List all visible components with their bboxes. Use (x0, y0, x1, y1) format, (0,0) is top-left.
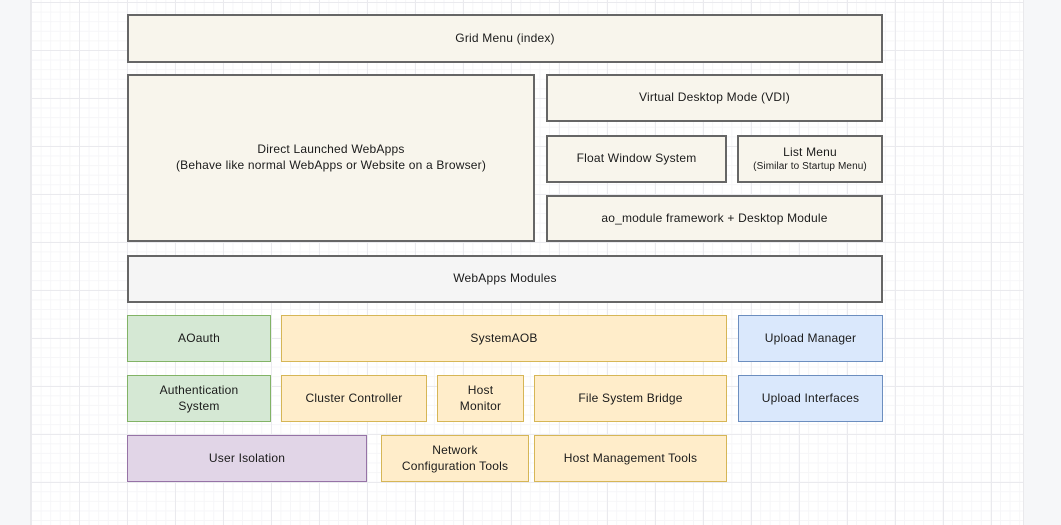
shape-label: Grid Menu (index) (455, 31, 554, 47)
shape-aoauth[interactable]: AOauth (127, 315, 271, 362)
shape-list-menu[interactable]: List Menu(Similar to Startup Menu) (737, 135, 883, 183)
shape-user-isolation[interactable]: User Isolation (127, 435, 367, 482)
shape-label: Virtual Desktop Mode (VDI) (639, 90, 790, 106)
shape-label: AOauth (178, 331, 220, 347)
shape-network-configuration-tools[interactable]: NetworkConfiguration Tools (381, 435, 529, 482)
shape-label: Host (468, 383, 493, 399)
shape-label: SystemAOB (470, 331, 537, 347)
shape-upload-interfaces[interactable]: Upload Interfaces (738, 375, 883, 422)
shape-label: ao_module framework + Desktop Module (601, 211, 827, 227)
shape-label: User Isolation (209, 451, 285, 467)
shape-grid-menu[interactable]: Grid Menu (index) (127, 14, 883, 63)
shape-label: Float Window System (577, 151, 697, 167)
shape-label: Authentication (160, 383, 239, 399)
shape-label: File System Bridge (578, 391, 682, 407)
shape-float-window-system[interactable]: Float Window System (546, 135, 727, 183)
shape-file-system-bridge[interactable]: File System Bridge (534, 375, 727, 422)
shape-ao-module-framework[interactable]: ao_module framework + Desktop Module (546, 195, 883, 242)
shape-cluster-controller[interactable]: Cluster Controller (281, 375, 427, 422)
shape-host-monitor[interactable]: HostMonitor (437, 375, 524, 422)
shape-label: Network (432, 443, 477, 459)
shape-systemaob[interactable]: SystemAOB (281, 315, 727, 362)
shape-label: Direct Launched WebApps (257, 142, 404, 158)
shape-label: Upload Interfaces (762, 391, 859, 407)
shape-upload-manager[interactable]: Upload Manager (738, 315, 883, 362)
shape-label: System (178, 399, 219, 415)
shape-label: Upload Manager (765, 331, 857, 347)
shape-label: (Behave like normal WebApps or Website o… (176, 158, 486, 174)
shape-host-management-tools[interactable]: Host Management Tools (534, 435, 727, 482)
shape-webapps-modules[interactable]: WebApps Modules (127, 255, 883, 303)
shape-sublabel: (Similar to Startup Menu) (753, 160, 867, 173)
shape-label: Host Management Tools (564, 451, 697, 467)
shape-label: Cluster Controller (306, 391, 403, 407)
shape-label: WebApps Modules (453, 271, 557, 287)
shape-label: Configuration Tools (402, 459, 508, 475)
shape-authentication-system[interactable]: AuthenticationSystem (127, 375, 271, 422)
shape-label: Monitor (460, 399, 501, 415)
shape-direct-launched-webapps[interactable]: Direct Launched WebApps(Behave like norm… (127, 74, 535, 242)
shape-label: List Menu (783, 145, 837, 161)
shape-virtual-desktop-mode[interactable]: Virtual Desktop Mode (VDI) (546, 74, 883, 122)
